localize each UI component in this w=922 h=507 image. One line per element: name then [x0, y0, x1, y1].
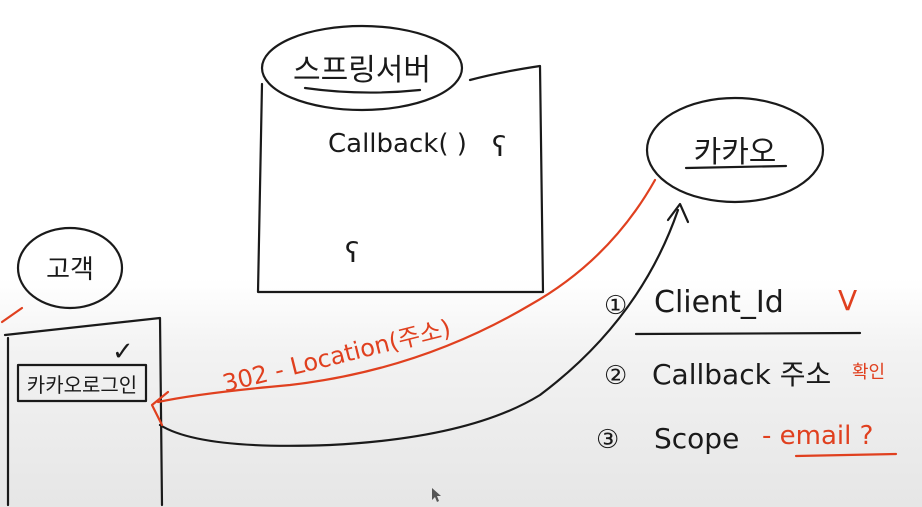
spring-server-label: 스프링서버: [293, 53, 431, 88]
callback-brace-open: ʕ: [492, 130, 506, 163]
checklist-mark-2: 확인: [852, 362, 885, 383]
checklist-underline-1: [634, 331, 862, 336]
checklist-mark-1: V: [838, 284, 857, 317]
callback-code: Callback( ): [328, 129, 467, 159]
browser-red-tick: [0, 306, 24, 324]
checklist-number-2: ②: [604, 361, 627, 391]
redirect-arrow: 302 - Location(주소): [150, 178, 657, 427]
kakao-login-button[interactable]: [16, 363, 148, 403]
redirect-arrowhead: [150, 390, 170, 427]
kakao-ellipse: [645, 96, 825, 204]
auth-request-arrowhead: [666, 202, 690, 224]
browser-node: 고객 카카오로그인 ✓: [0, 226, 164, 507]
spring-server-underline: [303, 86, 422, 94]
checklist-text-3: Scope: [654, 422, 739, 455]
spring-server-node: 스프링서버 Callback( ) ʕ ʕ: [256, 24, 545, 294]
checklist-item: ① Client_Id V: [604, 284, 862, 336]
kakao-node: 카카오: [645, 96, 825, 204]
mouse-cursor-icon: [432, 488, 441, 502]
callback-brace-close: ʕ: [345, 236, 359, 269]
checklist-text-2: Callback 주소: [652, 358, 831, 391]
checklist: ① Client_Id V ② Callback 주소 확인 ③ Scope -…: [596, 284, 898, 458]
checklist-underline-3: [794, 452, 898, 458]
kakao-login-label: 카카오로그인: [27, 373, 137, 397]
browser-box: [3, 316, 164, 507]
spring-server-box: [256, 64, 545, 294]
checklist-item: ② Callback 주소 확인: [604, 358, 885, 391]
customer-label: 고객: [46, 255, 94, 285]
checklist-item: ③ Scope - email ?: [596, 421, 898, 458]
customer-ellipse: [16, 226, 124, 310]
auth-request-arrow: [158, 202, 690, 447]
checklist-number-3: ③: [596, 425, 619, 455]
redirect-line: [156, 178, 657, 404]
kakao-underline: [684, 164, 788, 170]
kakao-label: 카카오: [694, 135, 777, 170]
checklist-number-1: ①: [604, 291, 627, 321]
login-check-mark: ✓: [112, 337, 134, 367]
spring-server-ellipse: [260, 24, 464, 112]
checklist-text-1: Client_Id: [654, 285, 784, 320]
checklist-mark-3: - email ?: [762, 421, 873, 451]
auth-request-line: [158, 208, 680, 447]
